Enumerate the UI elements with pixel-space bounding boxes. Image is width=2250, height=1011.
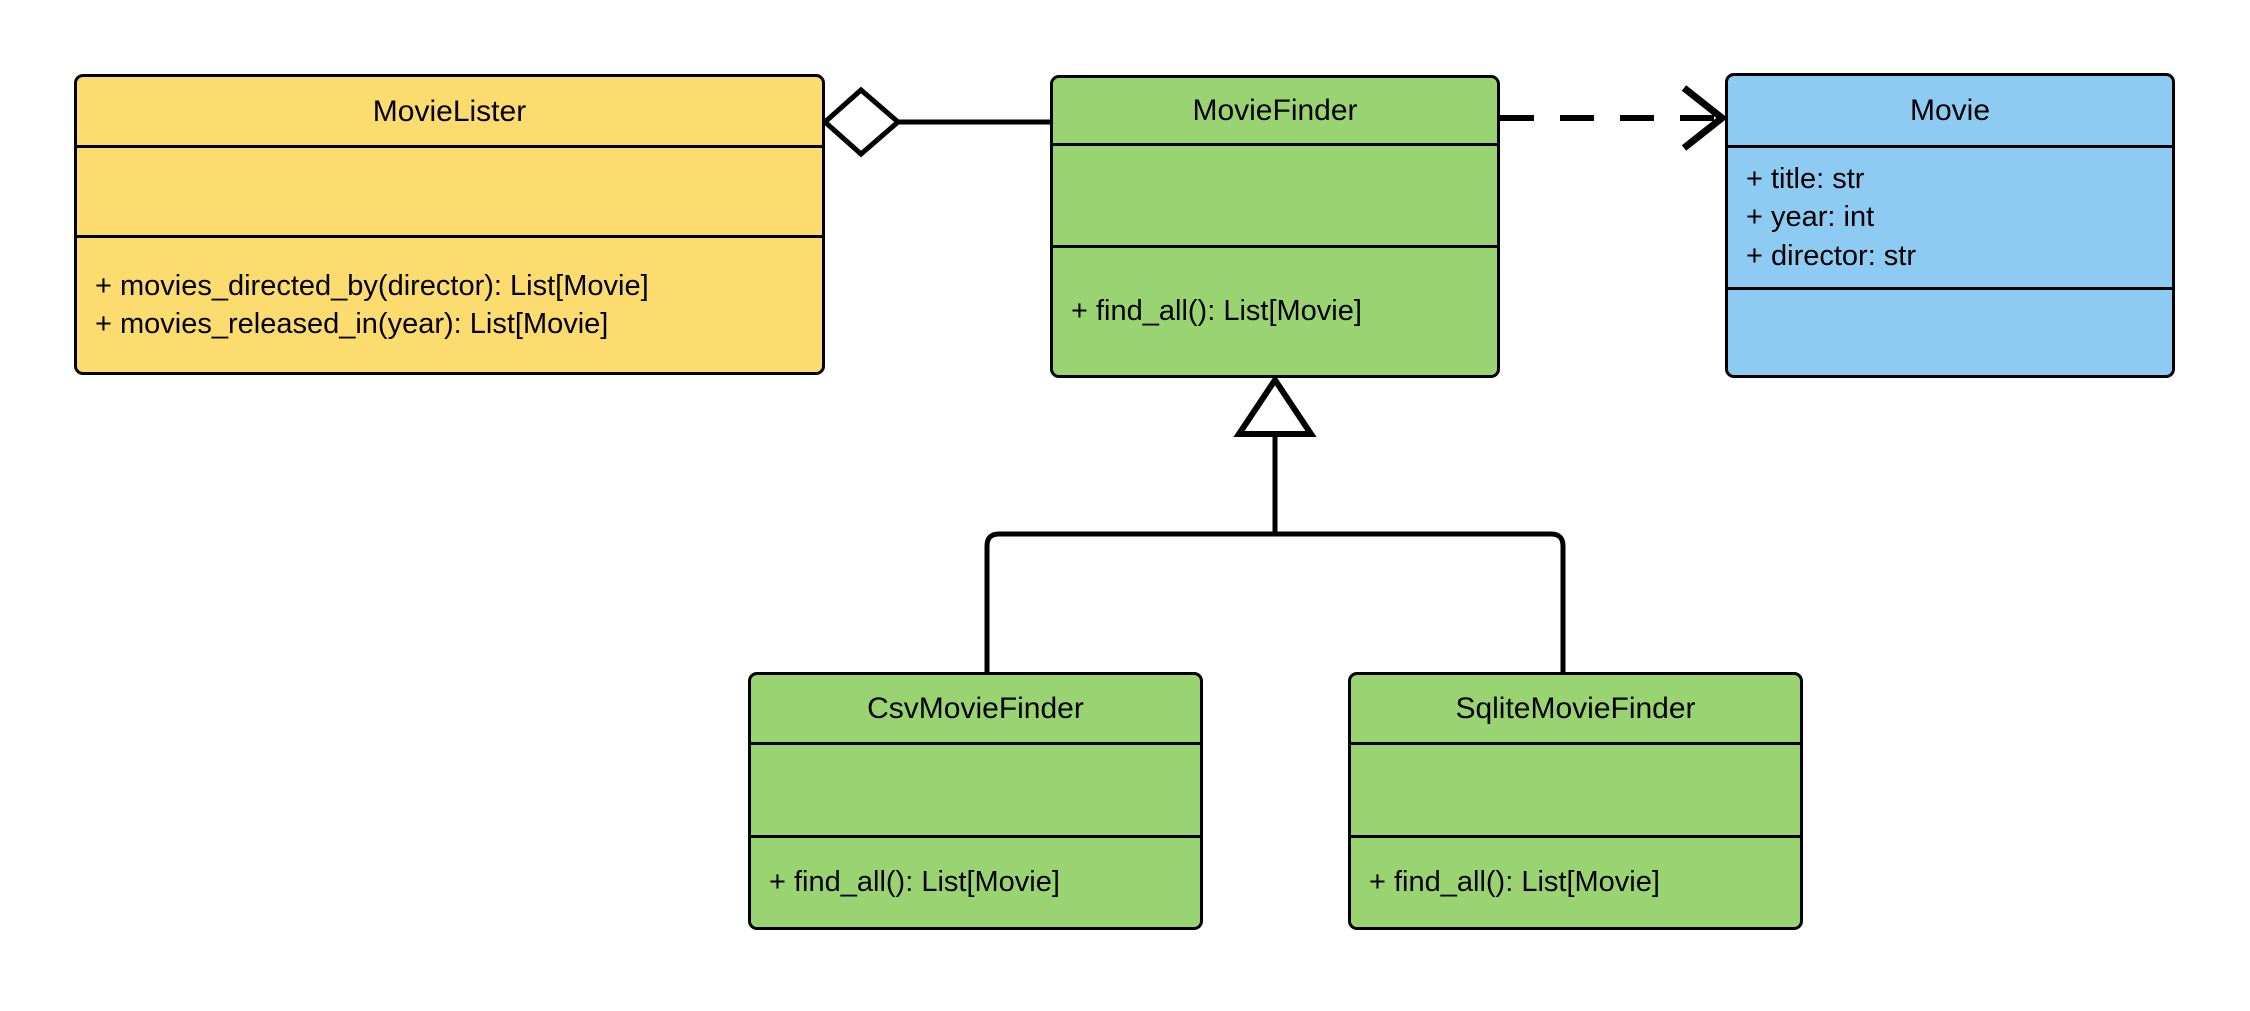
class-name-compartment: SqliteMovieFinder — [1351, 675, 1800, 742]
attributes-compartment — [1053, 143, 1497, 245]
class-name-label: SqliteMovieFinder — [1455, 692, 1696, 725]
class-name-compartment: MovieFinder — [1053, 78, 1497, 143]
class-box-movie-finder[interactable]: MovieFinder + find_all(): List[Movie] — [1050, 75, 1500, 378]
generalization-fork-bar — [984, 531, 1566, 672]
dependency-finder-movie — [1500, 85, 1728, 151]
attribute-line: + director: str — [1746, 239, 1917, 272]
attributes-compartment: + title: str + year: int + director: str — [1728, 145, 2172, 287]
class-box-csv-movie-finder[interactable]: CsvMovieFinder + find_all(): List[Movie] — [748, 672, 1203, 930]
attribute-line: + title: str — [1746, 163, 1865, 196]
open-arrow-marker — [1681, 85, 1728, 151]
method-line: + movies_directed_by(director): List[Mov… — [95, 269, 649, 302]
attributes-compartment — [1351, 742, 1800, 835]
method-line: + movies_released_in(year): List[Movie] — [95, 308, 609, 340]
class-name-label: MovieFinder — [1192, 94, 1358, 127]
generalization-tree — [984, 374, 1566, 672]
class-name-compartment: Movie — [1728, 76, 2172, 145]
attributes-compartment — [751, 742, 1200, 835]
method-line: + find_all(): List[Movie] — [769, 866, 1060, 899]
class-name-label: Movie — [1909, 94, 1991, 127]
method-line: + find_all(): List[Movie] — [1071, 295, 1362, 328]
class-name-compartment: MovieLister — [77, 77, 822, 145]
attributes-compartment — [77, 145, 822, 235]
aggregation-lister-finder — [821, 86, 1050, 158]
class-box-sqlite-movie-finder[interactable]: SqliteMovieFinder + find_all(): List[Mov… — [1348, 672, 1803, 930]
class-box-movie-lister[interactable]: MovieLister + movies_directed_by(directo… — [74, 74, 825, 375]
methods-compartment — [1728, 287, 2172, 375]
methods-compartment: + find_all(): List[Movie] — [1351, 835, 1800, 927]
methods-compartment: + movies_directed_by(director): List[Mov… — [77, 235, 822, 372]
attribute-line: + year: int — [1746, 201, 1875, 234]
method-line: + find_all(): List[Movie] — [1369, 866, 1660, 899]
hollow-diamond-marker — [821, 86, 902, 158]
class-name-compartment: CsvMovieFinder — [751, 675, 1200, 742]
methods-compartment: + find_all(): List[Movie] — [1053, 245, 1497, 375]
class-name-label: MovieLister — [372, 94, 527, 128]
class-name-label: CsvMovieFinder — [867, 692, 1084, 725]
methods-compartment: + find_all(): List[Movie] — [751, 835, 1200, 927]
class-box-movie[interactable]: Movie + title: str + year: int + directo… — [1725, 73, 2175, 378]
hollow-triangle-marker — [1233, 374, 1317, 437]
